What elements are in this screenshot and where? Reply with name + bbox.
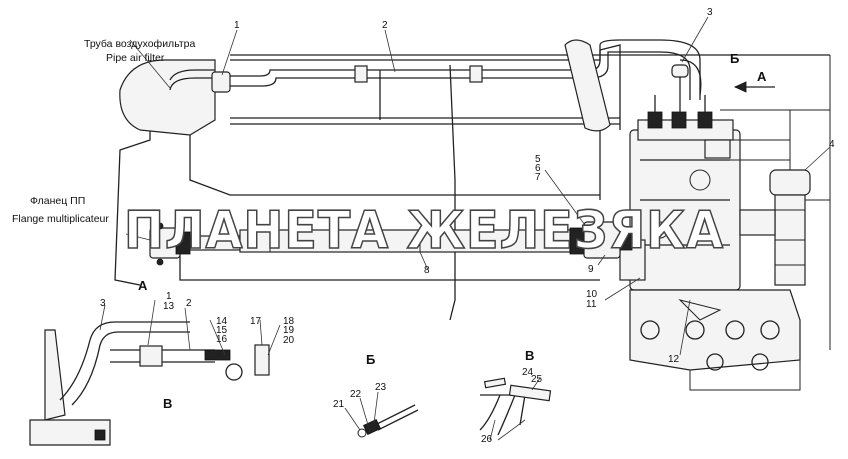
callout-b23: 23 bbox=[375, 382, 387, 393]
view-letter-a-main: А bbox=[757, 69, 767, 84]
callout-11: 11 bbox=[586, 299, 597, 310]
detail-view-v bbox=[479, 377, 552, 441]
callout-8: 8 bbox=[424, 265, 430, 276]
callout-a16: 16 bbox=[216, 334, 228, 345]
callout-b21: 21 bbox=[333, 399, 345, 410]
callout-a20: 20 bbox=[283, 335, 295, 346]
view-letter-b-detail: Б bbox=[366, 352, 375, 367]
callout-a3: 3 bbox=[100, 298, 106, 309]
callout-4: 4 bbox=[829, 139, 835, 150]
callout-b22: 22 bbox=[350, 389, 362, 400]
right-shaft bbox=[739, 169, 811, 286]
callout-10: 10 bbox=[586, 289, 598, 300]
callout-3: 3 bbox=[707, 7, 713, 18]
air-filter-pipe bbox=[119, 39, 701, 136]
view-letter-v-inset: В bbox=[163, 396, 172, 411]
callout-v25: 25 bbox=[531, 374, 543, 385]
detail-view-b bbox=[344, 391, 419, 438]
view-letter-b-main: Б bbox=[730, 51, 739, 66]
air-filter-caption-ru: Труба воздухофильтра bbox=[84, 38, 195, 50]
flange-caption-en: Flange multiplicateur bbox=[12, 213, 109, 225]
callout-12: 12 bbox=[668, 354, 680, 365]
callout-a17: 17 bbox=[250, 316, 262, 327]
view-a-arrow bbox=[734, 81, 775, 93]
callout-2: 2 bbox=[382, 20, 388, 31]
cardan-shaft bbox=[149, 221, 633, 266]
callout-a15: 15 bbox=[216, 325, 228, 336]
mounting-bracket bbox=[629, 289, 801, 391]
air-filter-caption-en: Pipe air filter bbox=[106, 52, 165, 64]
watermark-text: ПЛАНЕТА ЖЕЛЕЗЯКА bbox=[124, 201, 724, 261]
callout-a13: 13 bbox=[163, 301, 175, 312]
callout-6: 6 bbox=[535, 163, 541, 174]
detail-view-a bbox=[29, 299, 281, 446]
callout-a18: 18 bbox=[283, 316, 295, 327]
callout-a2: 2 bbox=[186, 298, 192, 309]
callout-a14: 14 bbox=[216, 316, 228, 327]
leader-lines bbox=[125, 16, 831, 356]
flange-caption-ru: Фланец ПП bbox=[30, 195, 85, 207]
callout-5: 5 bbox=[535, 154, 541, 165]
callout-v26: 26 bbox=[481, 434, 493, 445]
callout-a19: 19 bbox=[283, 325, 295, 336]
callout-a1: 1 bbox=[166, 291, 172, 302]
callout-v24: 24 bbox=[522, 367, 534, 378]
view-letter-v-detail: В bbox=[525, 348, 534, 363]
view-letter-a-detail: А bbox=[138, 278, 148, 293]
callout-1: 1 bbox=[234, 20, 240, 31]
callout-7: 7 bbox=[535, 172, 541, 183]
callout-9: 9 bbox=[588, 264, 594, 275]
